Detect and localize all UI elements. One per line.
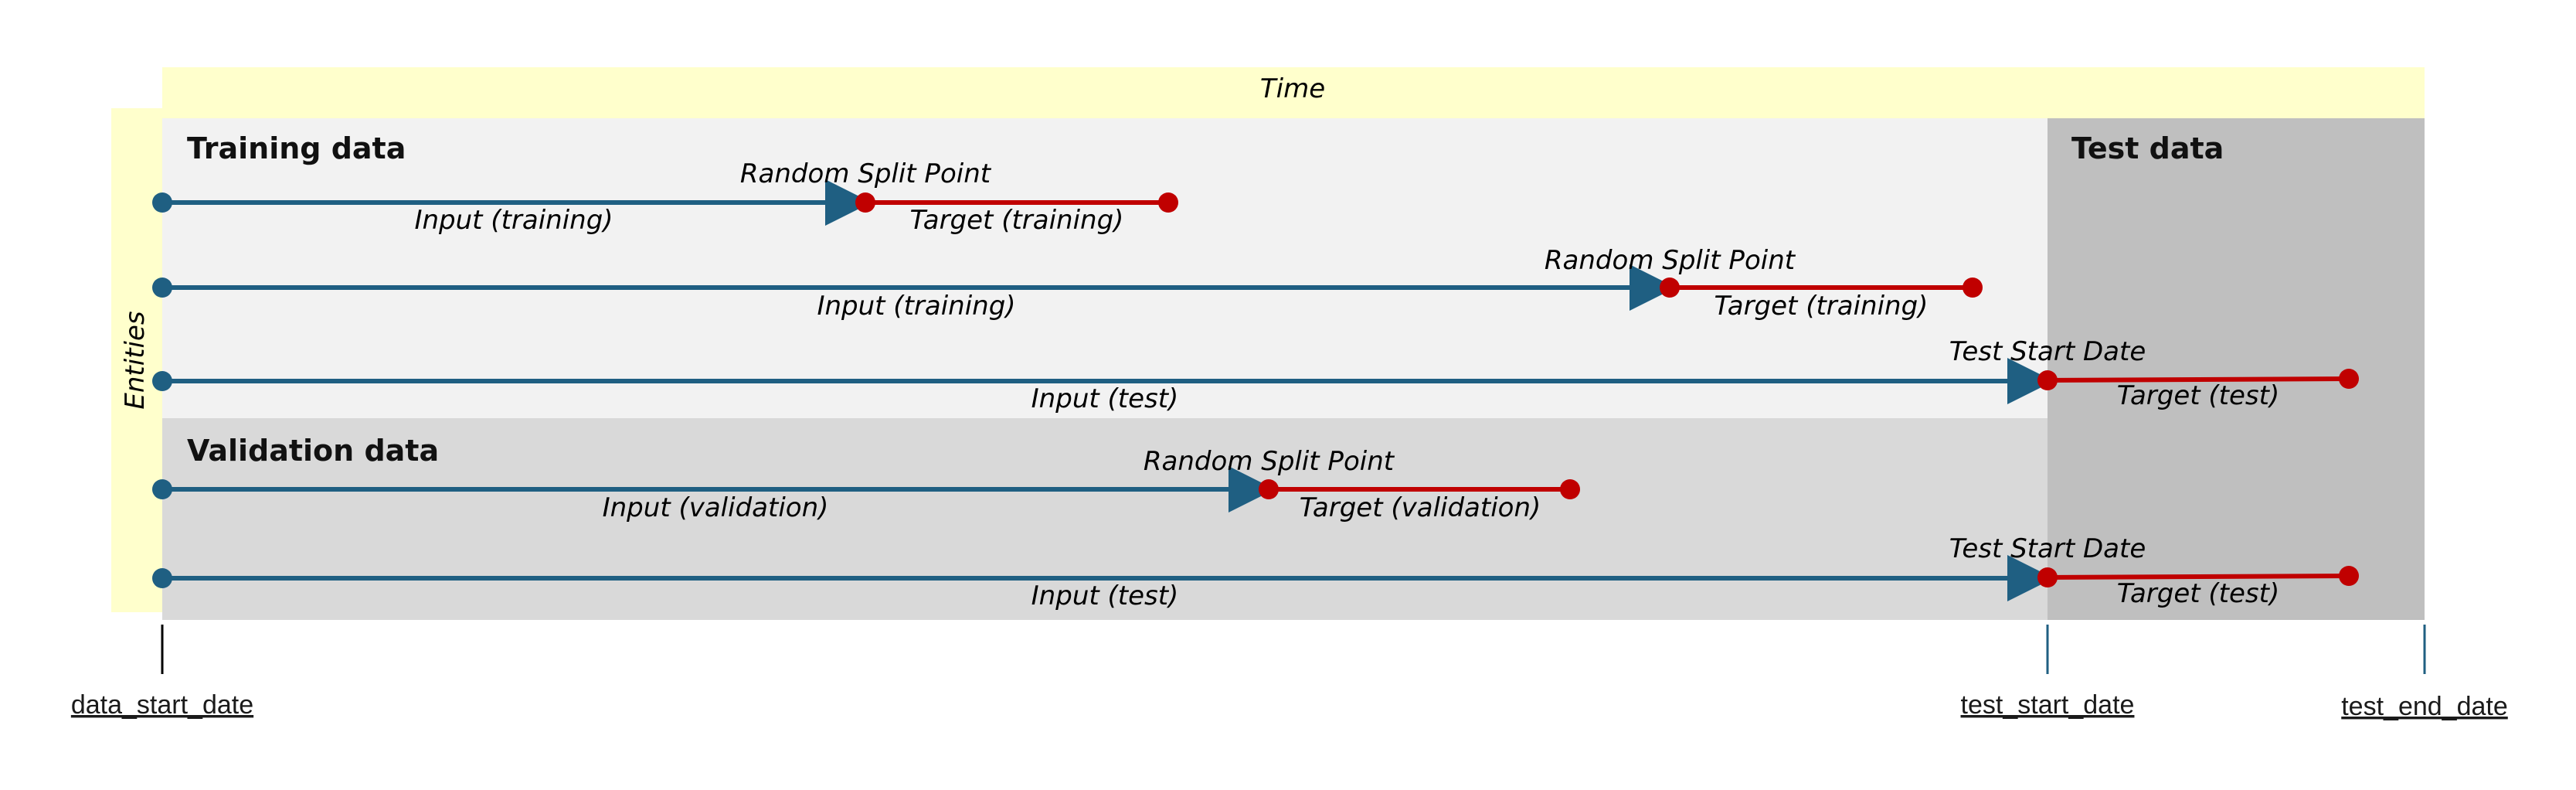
validation-row-1: Random Split Point Input (validation) Ta…	[152, 446, 1580, 523]
training-data-title: Training data	[187, 131, 406, 165]
end-dot	[1963, 278, 1983, 298]
start-dot	[152, 568, 172, 588]
time-band	[162, 67, 2425, 118]
end-dot	[1560, 479, 1580, 499]
input-label: Input (test)	[1031, 581, 1179, 611]
split-point-label: Random Split Point	[1144, 446, 1395, 477]
start-dot	[152, 278, 172, 298]
end-dot	[2339, 369, 2359, 389]
target-label: Target (validation)	[1300, 492, 1541, 523]
target-label: Target (test)	[2117, 578, 2279, 609]
split-dot	[1259, 479, 1279, 499]
target-label: Target (training)	[1715, 291, 1929, 322]
target-line	[2047, 574, 2350, 580]
target-label: Target (test)	[2117, 380, 2279, 411]
start-dot	[152, 479, 172, 499]
start-dot	[152, 192, 172, 213]
split-point-label: Random Split Point	[1545, 245, 1796, 276]
validation-test-row: Test Start Date Input (test) Target (tes…	[152, 533, 2359, 611]
end-dot	[1158, 192, 1178, 213]
time-axis-label: Time	[1260, 73, 1325, 104]
test-start-label: Test Start Date	[1949, 336, 2146, 367]
input-label: Input (training)	[414, 205, 613, 236]
end-dot	[2339, 566, 2359, 586]
training-area	[162, 118, 2048, 418]
test-data-title: Test data	[2071, 131, 2224, 165]
training-row-1: Random Split Point Input (training) Targ…	[152, 158, 1178, 236]
validation-area	[162, 418, 2048, 620]
split-dot	[855, 192, 875, 213]
split-point-label: Random Split Point	[740, 158, 992, 189]
input-label: Input (training)	[817, 291, 1015, 322]
entities-axis-label: Entities	[120, 311, 151, 409]
start-dot	[152, 371, 172, 391]
split-dot	[2037, 567, 2058, 587]
training-row-2: Random Split Point Input (training) Targ…	[152, 245, 1983, 322]
input-label: Input (validation)	[603, 492, 829, 523]
test-end-date-label: test_end_date	[2341, 692, 2508, 721]
test-row-1: Test Start Date Input (test) Target (tes…	[152, 336, 2359, 414]
test-start-date-label: test_start_date	[1961, 690, 2135, 720]
data-start-date-label: data_start_date	[71, 690, 253, 720]
target-label: Target (training)	[910, 205, 1124, 236]
entities-band	[111, 108, 162, 612]
split-dot	[1660, 278, 1680, 298]
validation-data-title: Validation data	[187, 434, 439, 468]
test-start-label: Test Start Date	[1949, 533, 2146, 564]
target-line	[2047, 376, 2350, 383]
test-area	[2048, 118, 2425, 620]
split-dot	[2037, 370, 2058, 390]
input-label: Input (test)	[1031, 383, 1179, 414]
